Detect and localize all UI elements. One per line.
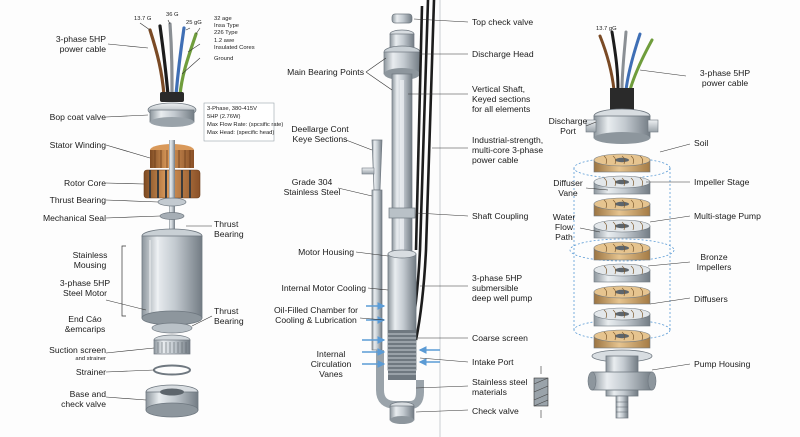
label-oil-filled-chamber: Oil-Filled Chamber for Cooling & Lubrica… (273, 305, 359, 325)
cable-note-insulated-cores: 1.2 awe Insulated Cores (214, 38, 255, 51)
check-valve-part (389, 401, 415, 424)
motor-housing-left (141, 228, 203, 326)
water-flow-ring (569, 157, 675, 341)
label-submersible-pump: 3-phase 5HP submersible deep well pump (472, 273, 533, 303)
label-stator-winding: Stator Winding (49, 140, 106, 150)
stainless-material-swatch (533, 377, 549, 407)
spec-box-frame (203, 102, 275, 142)
impeller-stage-disc (593, 219, 651, 239)
label-and-strainer: and strainer (75, 356, 106, 362)
right-cable-size: 13.7 gG (596, 26, 617, 32)
label-coarse-screen: Coarse screen (472, 333, 528, 343)
spec-max-head: Max Head: (specific head) (207, 130, 275, 136)
impeller-stage-disc (593, 153, 651, 173)
label-coat-valve: Bop coat valve (49, 112, 106, 122)
label-internal-circulation: Internal Circulation Vanes (310, 349, 352, 379)
label-discharge-port: Discharge Port (548, 116, 588, 136)
label-thrust-bearing-top: Thrust Bearing (49, 195, 106, 205)
spec-max-flow: Max Flow Rate: (spcsific rate) (207, 122, 284, 128)
coarse-screen-part (388, 330, 416, 380)
spec-power: 5HP (2.76W) (207, 114, 241, 120)
intake-flow-arrows (362, 302, 440, 368)
label-diffusers: Diffusers (694, 294, 728, 304)
label-deellarge-cont: Deellarge Cont Keye Sections (291, 124, 349, 144)
label-suction-screen: Suction screen (49, 345, 106, 355)
right-cable-gland (610, 88, 634, 110)
impeller-stage-disc (593, 307, 651, 327)
label-strainer: Strainer (75, 367, 106, 377)
impeller-stage-disc (593, 175, 651, 195)
label-end-caps: End Cáo &emcarips (64, 314, 106, 334)
suction-screen-part (153, 334, 191, 355)
shaft-coupling-part (388, 207, 416, 219)
label-thrust-bearing-right: Thrust Bearing (214, 219, 244, 239)
mechanical-seal-part (159, 212, 185, 220)
impeller-stage-disc (593, 285, 651, 305)
label-pump-housing: Pump Housing (694, 359, 751, 369)
label-industrial-cable: Industrial-strength, multi-core 3-phase … (472, 135, 544, 165)
label-right-power-cable: 3-phase 5HP power cable (699, 68, 751, 88)
cable-note-226-type: 226 Type (214, 30, 238, 36)
right-cable-wires (598, 30, 654, 92)
label-main-bearing-points: Main Bearing Points (287, 67, 364, 77)
cable-size-25: 25 gG (186, 20, 202, 26)
base-check-valve-part (145, 384, 199, 418)
label-mechanical-seal: Mechanical Seal (42, 213, 106, 223)
left-exploded-motor (105, 19, 275, 418)
impeller-stage-disc (593, 263, 651, 283)
label-bronze-impellers: Bronze Impellers (696, 252, 732, 272)
cable-note-32-age: 32 age Insa Type (214, 16, 240, 29)
top-check-valve-part (391, 13, 413, 24)
label-soil: Soil (694, 138, 709, 148)
impeller-stage-disc (593, 197, 651, 217)
cable-size-36: 36 G (166, 12, 179, 18)
right-leaders (579, 69, 691, 371)
impeller-stage-disc (593, 329, 651, 349)
thrust-bearing-bottom-part (151, 322, 193, 334)
label-steel-motor: 3-phase 5HP Steel Motor (59, 278, 111, 298)
label-shaft-coupling: Shaft Coupling (472, 211, 529, 221)
cable-gland (160, 92, 184, 102)
spec-phase-volts: 3-Phase, 380-415V (207, 106, 257, 112)
label-left-power-cable: 3-phase 5HP power cable (55, 34, 106, 54)
thrust-bearing-top-part (157, 197, 187, 207)
label-grade-304: Grade 304 Stainless Steel (283, 177, 341, 197)
label-rotor-core: Rotor Core (63, 178, 106, 188)
right-multistage-pump (569, 30, 691, 419)
label-motor-housing: Motor Housing (298, 247, 354, 257)
label-base-check-valve: Base and check valve (61, 389, 106, 409)
label-intake-port: Intake Port (472, 357, 514, 367)
middle-assembled-pump (337, 0, 549, 437)
impeller-stage-disc (593, 241, 651, 261)
label-stainless-housing: Stainless Mousing (72, 250, 108, 270)
label-top-check-valve: Top check valve (472, 17, 534, 27)
impeller-stages (593, 153, 651, 349)
middle-leaders (337, 18, 469, 413)
label-check-valve: Check valve (472, 406, 519, 416)
label-internal-motor-cooling: Internal Motor Cooling (281, 283, 366, 293)
label-water-flow-path: Water Flow Path (552, 212, 576, 242)
label-multi-stage-pump: Multi-stage Pump (694, 211, 761, 221)
cable-note-ground: Ground (214, 56, 234, 62)
label-vertical-shaft: Vertical Shaft, Keyed sections for all e… (472, 84, 531, 114)
cable-size-13-7: 13.7 G (134, 16, 152, 22)
label-thrust-bearing-bottom: Thrust Bearing (214, 306, 244, 326)
discharge-head-part (383, 29, 421, 80)
label-stainless-materials: Stainless steel materials (472, 377, 528, 397)
left-leaders (105, 19, 213, 401)
power-cable-wires (148, 22, 198, 97)
discharge-port-part (585, 108, 659, 144)
pump-housing-part (587, 349, 657, 419)
label-discharge-head: Discharge Head (472, 49, 534, 59)
strainer-ring (153, 364, 191, 376)
label-diffuser-vane: Diffuser Vane (553, 178, 583, 198)
label-impeller-stage: Impeller Stage (694, 177, 750, 187)
